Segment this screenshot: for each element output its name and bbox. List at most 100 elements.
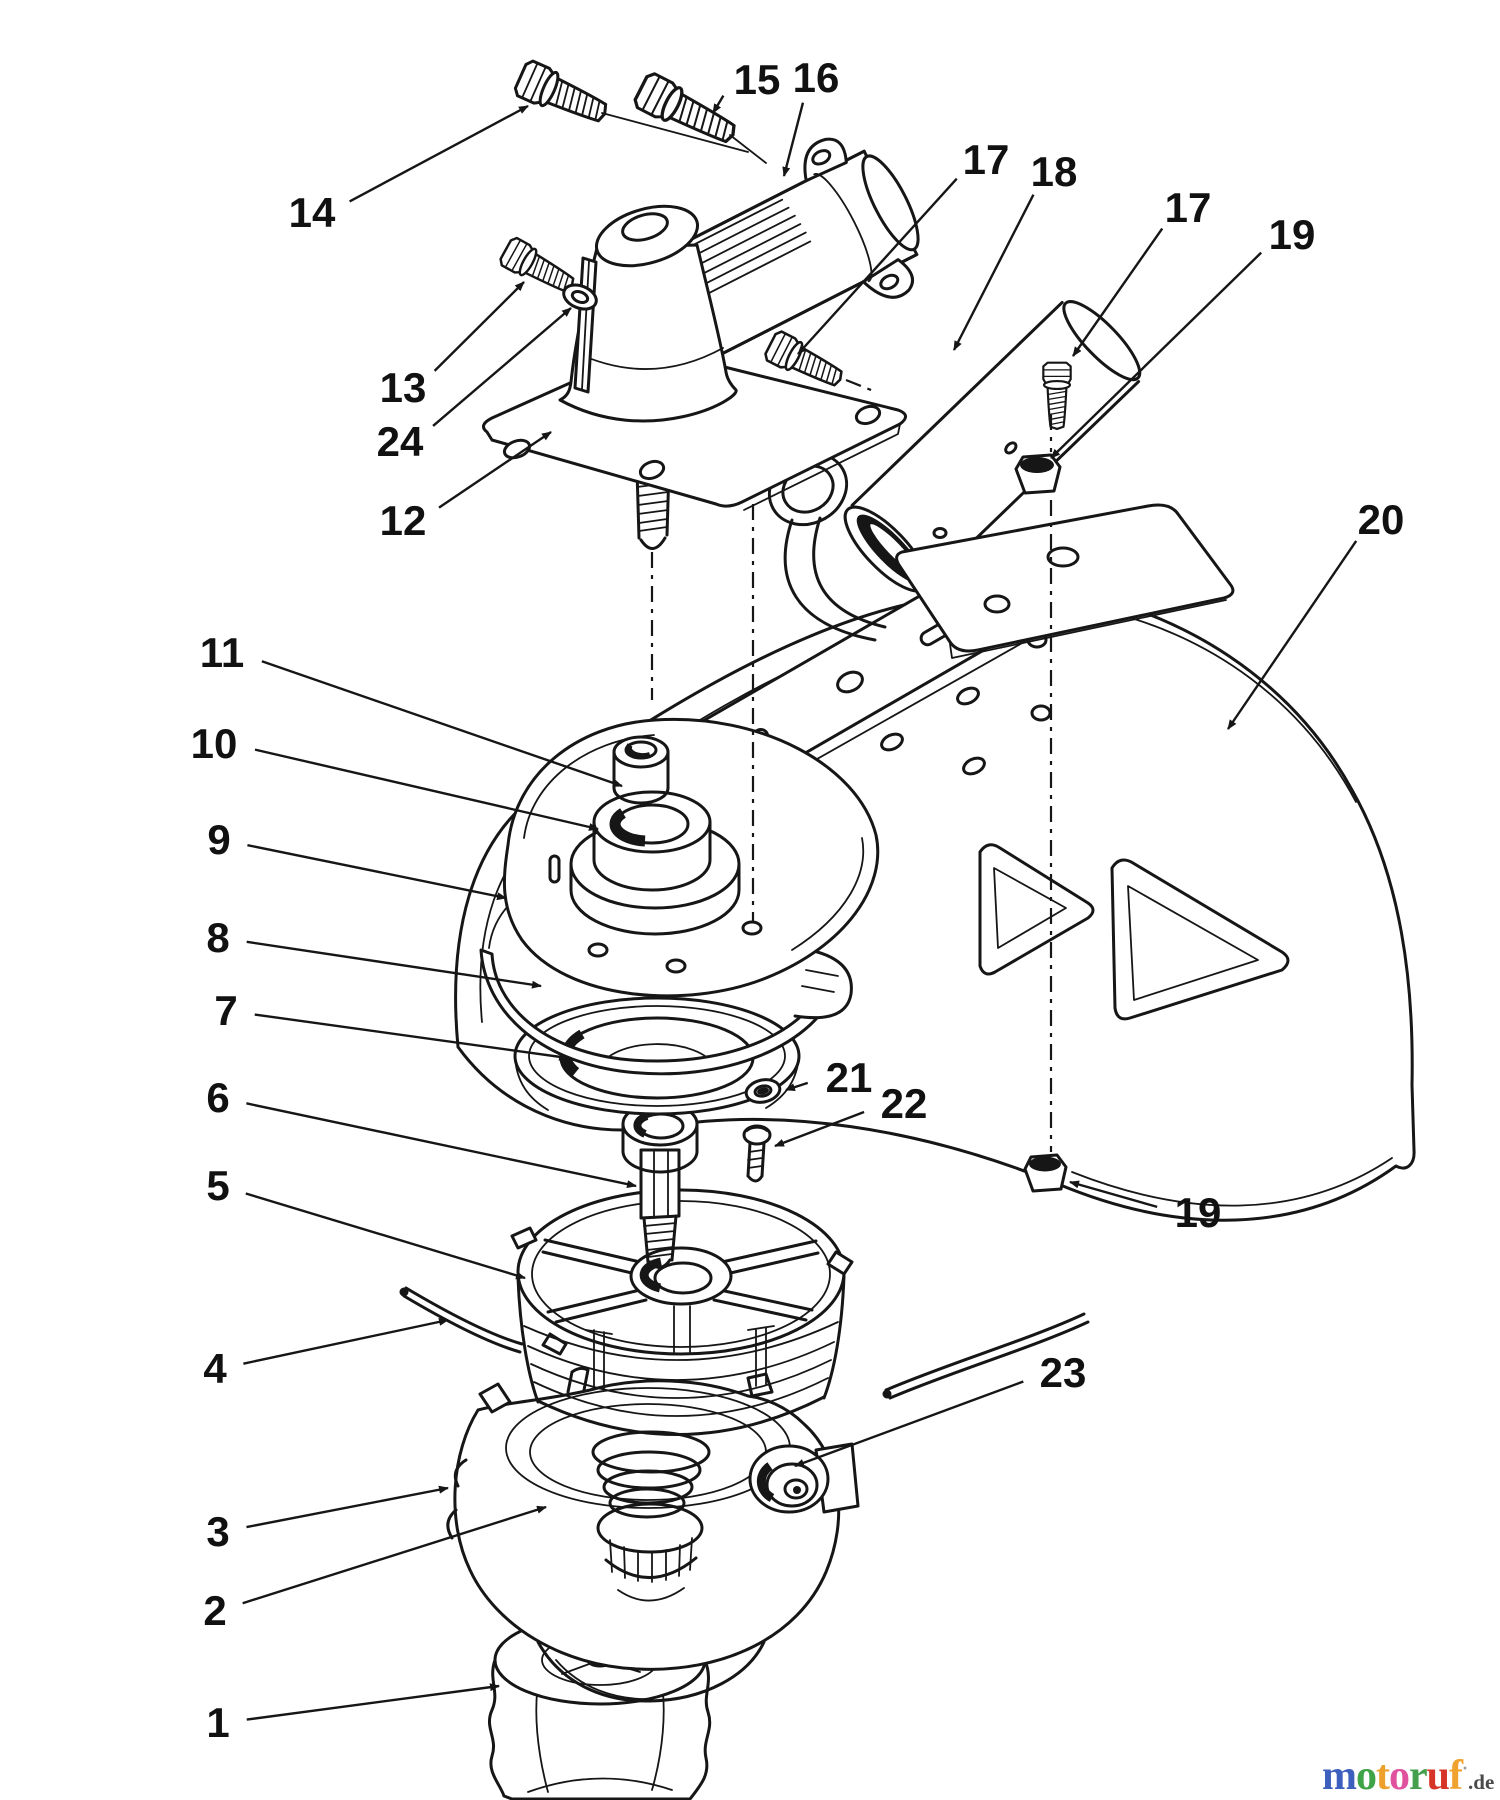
- part-number-5: 5: [206, 1162, 229, 1209]
- callout-18: 18: [952, 148, 1077, 351]
- callout-12: 12: [380, 431, 552, 544]
- leader-line-20: [1227, 540, 1358, 730]
- callout-23: 23: [794, 1349, 1087, 1468]
- logo-letter: o: [1389, 1753, 1410, 1799]
- shield-cutout-left: [978, 843, 1095, 976]
- logo-letter: u: [1426, 1753, 1450, 1799]
- centerline-bolt17a: [845, 378, 877, 394]
- screw-22: [742, 1124, 772, 1183]
- callout-13: 13: [380, 281, 525, 411]
- callout-4: 4: [203, 1317, 449, 1392]
- logo-letter: t: [1376, 1753, 1390, 1799]
- callout-1: 1: [206, 1683, 500, 1746]
- part-number-15: 15: [734, 56, 781, 103]
- spool-housing: [446, 1366, 860, 1703]
- callout-19b: 19: [1069, 1180, 1222, 1236]
- callout-14: 14: [289, 104, 529, 236]
- callout-16: 16: [782, 54, 840, 177]
- leader-line-21: [785, 1081, 809, 1092]
- leader-line-19b: [1069, 1180, 1158, 1209]
- leader-line-13: [433, 281, 525, 372]
- shield-cutout-right: [1110, 858, 1290, 1021]
- trimmer-line-right: [882, 1312, 1090, 1400]
- part-number-7: 7: [214, 987, 237, 1034]
- nut-19b: [1023, 1153, 1068, 1193]
- part-number-1: 1: [206, 1699, 229, 1746]
- leader-line-9: [247, 843, 507, 901]
- callout-17a: 17: [797, 136, 1010, 355]
- leader-line-4: [243, 1317, 449, 1365]
- leader-line-5: [245, 1192, 526, 1280]
- part-number-17b: 17: [1165, 184, 1212, 231]
- bolt-17b: [1042, 361, 1072, 430]
- callout-7: 7: [214, 987, 569, 1061]
- part-number-23: 23: [1040, 1349, 1087, 1396]
- part-number-24: 24: [377, 418, 424, 465]
- leader-line-14: [349, 104, 529, 203]
- part-number-3: 3: [206, 1508, 229, 1555]
- leader-line-6: [246, 1102, 637, 1189]
- motoruf-watermark: motoruf·.de: [1322, 1744, 1494, 1800]
- part-number-2: 2: [203, 1587, 226, 1634]
- clamp-tube: [662, 137, 920, 359]
- gearbox-cone: [558, 204, 738, 423]
- callout-22: 22: [774, 1080, 928, 1148]
- leader-line-1: [246, 1683, 500, 1721]
- leader-line-18: [952, 194, 1035, 351]
- leader-line-7: [254, 1013, 569, 1061]
- part-number-6: 6: [206, 1074, 229, 1121]
- part-number-19a: 19: [1269, 211, 1316, 258]
- eyelet-button: [748, 1442, 860, 1514]
- bracket-clamp-tube: [767, 300, 1235, 659]
- callout-6: 6: [206, 1074, 637, 1189]
- part-number-22: 22: [881, 1080, 928, 1127]
- part-number-14: 14: [289, 189, 336, 236]
- part-number-4: 4: [203, 1345, 227, 1392]
- part-number-19b: 19: [1175, 1189, 1222, 1236]
- leader-line-10: [254, 748, 599, 831]
- callout-9: 9: [207, 816, 507, 901]
- callout-2: 2: [203, 1505, 547, 1634]
- callout-17b: 17: [1072, 184, 1212, 357]
- callout-24: 24: [377, 307, 572, 465]
- callout-20: 20: [1227, 496, 1404, 730]
- callout-19a: 19: [1050, 211, 1316, 459]
- leader-line-22: [774, 1110, 865, 1148]
- cup-washer: [513, 996, 801, 1116]
- logo-letter: o: [1356, 1753, 1377, 1799]
- callout-3: 3: [206, 1485, 449, 1555]
- leader-line-23: [794, 1380, 1024, 1468]
- callout-8: 8: [206, 914, 542, 989]
- trimmer-line-left: [399, 1286, 524, 1354]
- part-number-12: 12: [380, 497, 427, 544]
- part-number-10: 10: [191, 720, 238, 767]
- leader-line-12: [438, 431, 552, 509]
- logo-letter: f: [1449, 1753, 1463, 1799]
- part-number-17a: 17: [963, 136, 1010, 183]
- part-number-21: 21: [826, 1054, 873, 1101]
- callout-15: 15: [711, 56, 781, 114]
- callout-5: 5: [206, 1162, 526, 1280]
- bracket-plate: [895, 503, 1235, 659]
- part-number-13: 13: [380, 364, 427, 411]
- spool: [510, 1182, 854, 1436]
- bearing: [592, 790, 712, 892]
- logo-letter: r: [1409, 1753, 1428, 1799]
- spacer: [612, 735, 670, 805]
- leader-line-2: [242, 1505, 547, 1605]
- leader-line-8: [246, 940, 542, 989]
- part-number-9: 9: [207, 816, 230, 863]
- logo-suffix: .de: [1468, 1770, 1495, 1794]
- adapter-shaft: [621, 1101, 699, 1269]
- logo-letter: m: [1322, 1753, 1357, 1799]
- gear-head: [482, 137, 920, 550]
- bolt-15: [630, 69, 744, 154]
- leader-line-19a: [1050, 251, 1263, 459]
- leader-line-17a: [797, 177, 958, 355]
- leader-line-24: [432, 307, 572, 427]
- part-number-8: 8: [206, 914, 229, 961]
- motoruf-logo-text: motoruf: [1322, 1753, 1463, 1799]
- part-number-16: 16: [793, 54, 840, 101]
